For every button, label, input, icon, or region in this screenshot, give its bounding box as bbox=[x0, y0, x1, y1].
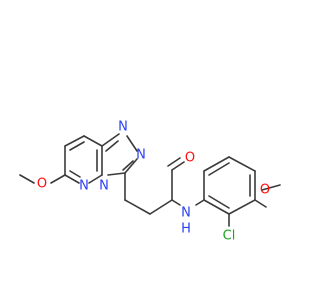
atom-n-bridge: N bbox=[99, 179, 109, 194]
atom-o-methoxy-left: O bbox=[37, 177, 47, 192]
structure-diagram: O N N N N O N H Cl O bbox=[19, 120, 281, 244]
atom-n-triazole-right: N bbox=[136, 148, 146, 163]
bonds bbox=[19, 133, 281, 227]
atom-o-carbonyl: O bbox=[185, 151, 195, 166]
atom-cl: Cl bbox=[223, 229, 236, 244]
atom-n-triazole-top: N bbox=[118, 120, 128, 135]
atom-n-pyridazine: N bbox=[79, 179, 89, 194]
atom-h-amide: H bbox=[181, 222, 191, 237]
atom-o-methoxy-right: O bbox=[260, 183, 270, 198]
molecule-canvas: O N N N N O N H Cl O bbox=[19, 120, 281, 244]
atom-n-amide: N bbox=[181, 206, 191, 221]
atom-labels: O N N N N O N H Cl O bbox=[37, 120, 270, 244]
